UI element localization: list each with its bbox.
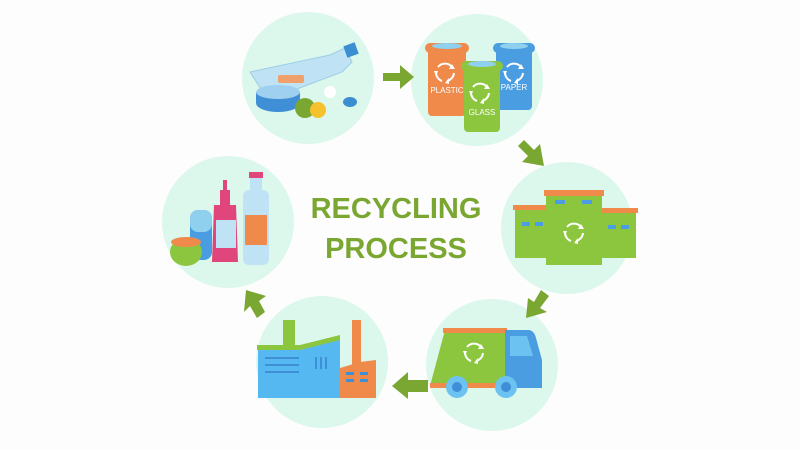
bin-glass: GLASS — [461, 61, 503, 132]
bin-label: GLASS — [469, 108, 496, 117]
title-line-1: RECYCLING — [311, 193, 482, 225]
recycled-products-illustration — [170, 172, 269, 266]
bin-plastic: PLASTIC — [425, 43, 469, 116]
waste-illustration — [249, 42, 359, 118]
arrow-icon — [244, 65, 549, 399]
bin-label: PLASTIC — [430, 86, 464, 95]
garbage-truck-illustration — [430, 328, 542, 398]
bin-paper: PAPER — [493, 43, 535, 110]
bin-label: PAPER — [501, 83, 528, 92]
factory-illustration — [257, 320, 376, 398]
processing-plant-illustration — [513, 190, 638, 265]
title-line-2: PROCESS — [325, 233, 467, 265]
